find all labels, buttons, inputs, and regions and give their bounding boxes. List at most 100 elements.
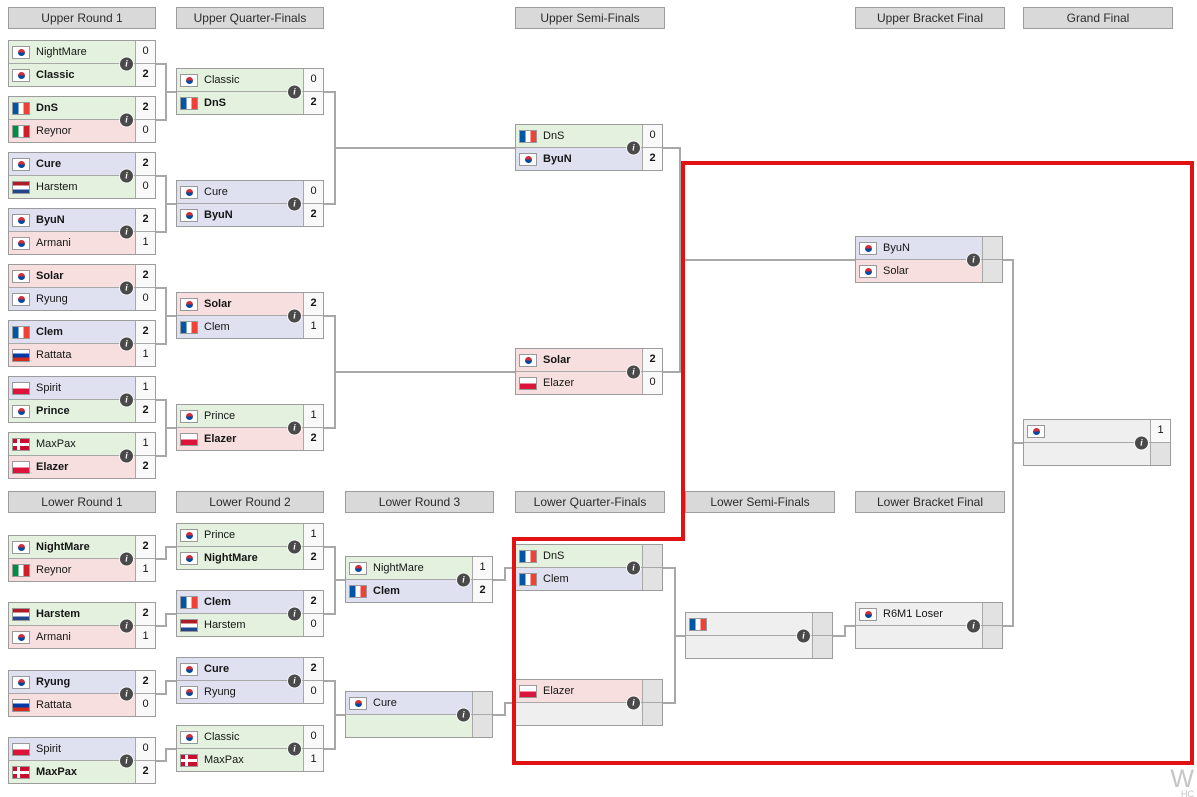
player-name[interactable]: Classic: [36, 69, 75, 81]
player-name[interactable]: Cure: [36, 158, 62, 170]
info-icon[interactable]: i: [288, 309, 301, 322]
player-name[interactable]: Armani: [36, 237, 71, 249]
player-name[interactable]: Reynor: [36, 564, 72, 576]
info-icon[interactable]: i: [120, 57, 133, 70]
player-name[interactable]: Clem: [204, 596, 231, 608]
info-icon[interactable]: i: [120, 754, 133, 767]
player-name[interactable]: Clem: [36, 326, 63, 338]
info-icon[interactable]: i: [288, 197, 301, 210]
player-name[interactable]: Spirit: [36, 382, 62, 394]
info-icon[interactable]: i: [288, 607, 301, 620]
info-icon[interactable]: i: [288, 742, 301, 755]
player-name[interactable]: Prince: [204, 410, 236, 422]
player-name[interactable]: Prince: [36, 405, 70, 417]
info-icon[interactable]: i: [120, 225, 133, 238]
info-icon[interactable]: i: [797, 629, 810, 642]
player-name[interactable]: NightMare: [36, 46, 87, 58]
player-name[interactable]: ByuN: [204, 209, 233, 221]
info-icon[interactable]: i: [1135, 436, 1148, 449]
player-name[interactable]: Harstem: [204, 619, 246, 631]
info-icon[interactable]: i: [120, 281, 133, 294]
score-cell: 2: [135, 400, 155, 422]
score-cell: 0: [135, 176, 155, 198]
player-name[interactable]: Cure: [204, 663, 230, 675]
player-name[interactable]: Harstem: [36, 181, 78, 193]
player-name[interactable]: Harstem: [36, 608, 81, 620]
player-name[interactable]: NightMare: [204, 552, 258, 564]
player-name[interactable]: DnS: [543, 130, 565, 142]
player-name[interactable]: DnS: [204, 97, 226, 109]
info-icon[interactable]: i: [627, 696, 640, 709]
info-icon[interactable]: i: [627, 141, 640, 154]
player-name[interactable]: Solar: [543, 354, 571, 366]
player-name[interactable]: MaxPax: [36, 438, 76, 450]
info-icon[interactable]: i: [288, 421, 301, 434]
player-name[interactable]: Clem: [373, 585, 400, 597]
player-name[interactable]: NightMare: [36, 541, 90, 553]
player-name[interactable]: Cure: [373, 697, 397, 709]
player-name[interactable]: ByuN: [543, 153, 572, 165]
player-name[interactable]: MaxPax: [204, 754, 244, 766]
player-name[interactable]: Ryung: [36, 293, 68, 305]
flag-dk-icon: [180, 753, 198, 767]
player-name[interactable]: Clem: [204, 321, 230, 333]
player-name[interactable]: Ryung: [204, 686, 236, 698]
player-name[interactable]: NightMare: [373, 562, 424, 574]
score-cell: 0: [303, 726, 323, 748]
info-icon[interactable]: i: [967, 253, 980, 266]
player-name[interactable]: Cure: [204, 186, 228, 198]
player-name[interactable]: Solar: [36, 270, 64, 282]
info-icon[interactable]: i: [288, 674, 301, 687]
player-name[interactable]: Classic: [204, 731, 240, 743]
player-name[interactable]: Prince: [204, 529, 236, 541]
info-icon[interactable]: i: [967, 619, 980, 632]
score-cell: 2: [135, 536, 155, 558]
info-icon[interactable]: i: [120, 113, 133, 126]
player-name[interactable]: Solar: [883, 265, 909, 277]
player-name[interactable]: ByuN: [883, 242, 910, 254]
player-name[interactable]: ByuN: [36, 214, 65, 226]
flag-kr-icon: [12, 404, 30, 418]
player-name[interactable]: Elazer: [204, 433, 237, 445]
player-name[interactable]: Elazer: [36, 461, 69, 473]
player-name[interactable]: Reynor: [36, 125, 72, 137]
player-name[interactable]: Spirit: [36, 743, 62, 755]
info-icon[interactable]: i: [627, 365, 640, 378]
info-icon[interactable]: i: [120, 552, 133, 565]
player-name[interactable]: Elazer: [543, 377, 575, 389]
info-icon[interactable]: i: [288, 85, 301, 98]
score-cell: 2: [135, 97, 155, 119]
info-icon[interactable]: i: [120, 449, 133, 462]
info-icon[interactable]: i: [120, 169, 133, 182]
info-icon[interactable]: i: [120, 619, 133, 632]
player-row: Elazer: [516, 680, 662, 702]
player-name[interactable]: Solar: [204, 298, 232, 310]
info-icon[interactable]: i: [120, 687, 133, 700]
info-icon[interactable]: i: [627, 561, 640, 574]
info-icon[interactable]: i: [120, 337, 133, 350]
player-name[interactable]: MaxPax: [36, 766, 77, 778]
player-name[interactable]: Armani: [36, 631, 71, 643]
header-lower-semi-finals: Lower Semi-Finals: [685, 491, 835, 513]
player-name[interactable]: Classic: [204, 74, 240, 86]
info-icon[interactable]: i: [288, 540, 301, 553]
connector-line: [156, 760, 166, 762]
info-icon[interactable]: i: [120, 393, 133, 406]
player-name[interactable]: Rattata: [36, 699, 72, 711]
flag-nl-icon: [12, 607, 30, 621]
player-name[interactable]: DnS: [36, 102, 58, 114]
info-icon[interactable]: i: [457, 573, 470, 586]
player-name[interactable]: R6M1 Loser: [883, 608, 943, 620]
player-name[interactable]: Elazer: [543, 685, 575, 697]
player-name[interactable]: Rattata: [36, 349, 72, 361]
info-icon[interactable]: i: [457, 708, 470, 721]
player-name[interactable]: Ryung: [36, 676, 71, 688]
player-name[interactable]: Clem: [543, 573, 569, 585]
player-name[interactable]: DnS: [543, 550, 565, 562]
player-row: NightMare 2: [9, 536, 155, 558]
header-grand-final: Grand Final: [1023, 7, 1173, 29]
